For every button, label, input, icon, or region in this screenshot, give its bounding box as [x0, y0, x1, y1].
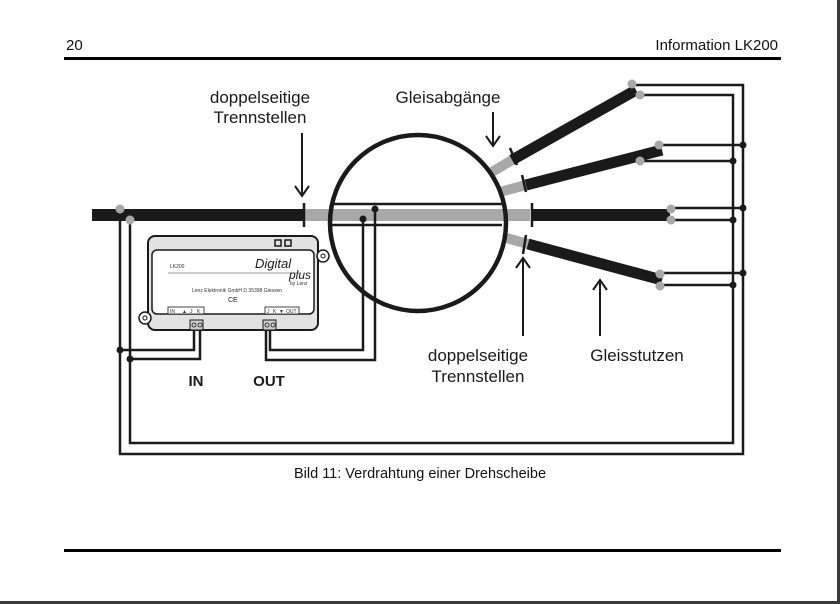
bridge-track-isolated [304, 209, 530, 221]
wire-outer-loop-a [118, 83, 745, 456]
svg-text:J: J [190, 309, 193, 315]
label-out: OUT [253, 373, 285, 390]
mounting-ear-left [138, 311, 152, 325]
svg-text:OUT: OUT [286, 309, 297, 315]
svg-text:J: J [267, 309, 270, 315]
exit-1-track [509, 85, 639, 165]
wire-outer-loop-b [128, 93, 735, 445]
pointer-arrows [294, 112, 608, 336]
main-track-left [92, 209, 304, 221]
label-track-exits: Gleisabgänge [396, 88, 501, 107]
bridge-feed-dots [359, 205, 379, 223]
terminal-block-in [189, 319, 204, 331]
exit-4-track [526, 238, 664, 286]
label-separators-bottom-1: doppelseitige [428, 346, 528, 365]
label-in: IN [189, 373, 204, 390]
mounting-ear-right [316, 249, 330, 263]
track-exits [489, 85, 664, 286]
svg-text:▼: ▼ [279, 309, 284, 315]
exit-2-track [524, 144, 664, 191]
module-model-label: LK200 [170, 264, 185, 270]
turntable-bridge [332, 202, 502, 227]
right-terminal-labels: J K ▼ OUT [264, 306, 300, 315]
arrow-separators-top [294, 133, 310, 198]
header-title: Information LK200 [655, 37, 778, 54]
footer-rule [64, 549, 781, 552]
main-track-right [532, 209, 670, 221]
terminal-block-out [262, 319, 277, 331]
label-separators-top-2: Trennstellen [214, 108, 307, 127]
svg-text:K: K [273, 309, 277, 315]
manufacturer-label: Lenz Elektronik GmbH D 35398 Giessen [192, 288, 282, 294]
in-wires [120, 328, 202, 361]
outer-wires [118, 83, 745, 456]
brand-digital: Digital [255, 256, 292, 271]
page-edge-right [837, 0, 840, 604]
label-separators-top-1: doppelseitige [210, 88, 310, 107]
header-rule [64, 57, 781, 60]
page-number: 20 [66, 37, 83, 54]
arrow-track-exits [485, 112, 501, 148]
bridge-feed-wires [264, 209, 377, 362]
label-track-stubs: Gleisstutzen [590, 346, 684, 365]
arrow-track-stubs [592, 278, 608, 336]
arrow-separators-bottom [515, 256, 531, 336]
svg-text:K: K [197, 309, 201, 315]
label-separators-bottom-2: Trennstellen [432, 367, 525, 386]
turntable-pit [327, 132, 509, 314]
separator-ticks [302, 147, 534, 255]
rail-connection-dots [115, 79, 676, 291]
led-indicator-2 [284, 239, 292, 247]
right-junction-dots [729, 141, 747, 289]
page-edge-bottom [0, 601, 840, 604]
brand-by-lenz: by Lenz [290, 281, 308, 287]
svg-text:IN: IN [170, 309, 175, 315]
figure-caption: Bild 11: Verdrahtung einer Drehscheibe [293, 466, 547, 482]
led-indicator-1 [274, 239, 282, 247]
left-terminal-labels: IN ▲ J K [167, 306, 205, 315]
exit-1-isolated [489, 155, 515, 177]
exit-2-isolated [498, 180, 528, 197]
in-wire-dots [116, 346, 134, 363]
right-wire-taps [640, 143, 743, 287]
brand-plus: plus [288, 268, 311, 282]
ce-mark: CE [228, 297, 238, 304]
lk200-module: LK200 Digital plus by Lenz Lenz Elektron… [138, 235, 330, 331]
svg-text:▲: ▲ [182, 309, 187, 315]
